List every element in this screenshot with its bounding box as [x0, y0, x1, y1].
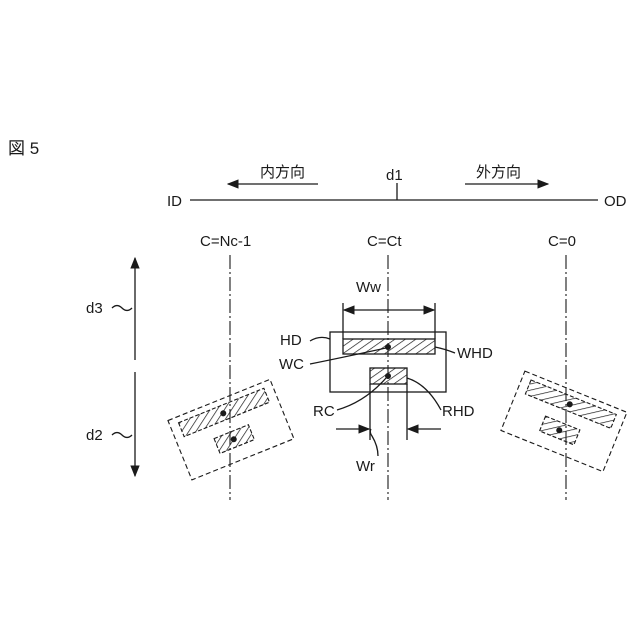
hd-label-leader [310, 337, 330, 341]
d2-label-leader [112, 433, 132, 438]
column-label-center: C=Ct [367, 233, 402, 250]
d1-left-end-label: ID [167, 193, 182, 210]
ww-label: Ww [356, 279, 381, 296]
head-skewed-inner [168, 379, 294, 480]
whd-label: WHD [457, 345, 493, 362]
wr-label-leader [370, 429, 378, 456]
head-skewed-outer [501, 371, 627, 472]
rhd-label-leader [407, 378, 441, 410]
write-center-wc-dot [385, 344, 391, 350]
rc-label: RC [313, 403, 335, 420]
d1-outer-direction-label: 外方向 [476, 164, 521, 181]
wr-label: Wr [356, 458, 375, 475]
d3-label: d3 [86, 300, 103, 317]
column-label-right: C=0 [548, 233, 576, 250]
d1-right-end-label: OD [604, 193, 627, 210]
d3-label-leader [112, 306, 132, 311]
hd-label: HD [280, 332, 302, 349]
d2-label: d2 [86, 427, 103, 444]
rhd-label: RHD [442, 403, 475, 420]
whd-label-leader [435, 347, 455, 353]
column-label-left: C=Nc-1 [200, 233, 251, 250]
d1-label: d1 [386, 167, 403, 184]
figure-label: 図 5 [8, 139, 39, 158]
d1-inner-direction-label: 内方向 [260, 164, 305, 181]
wc-label: WC [279, 356, 304, 373]
